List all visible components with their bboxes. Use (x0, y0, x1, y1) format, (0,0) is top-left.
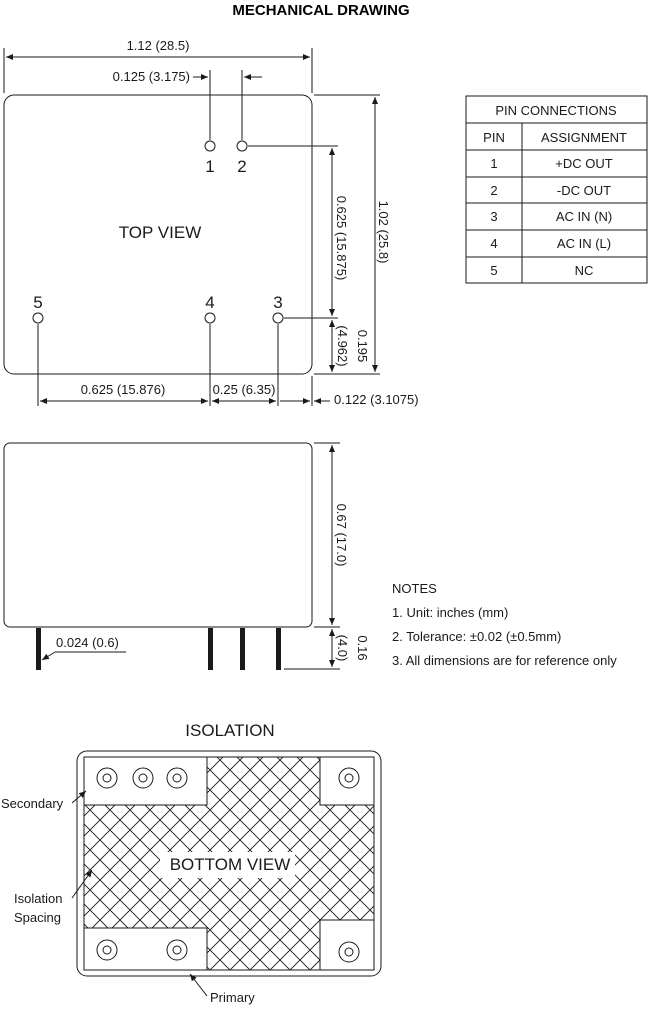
notes-title: NOTES (392, 581, 437, 596)
side-height-dimension: 0.67 (17.0) (334, 504, 349, 567)
top-view: TOP VIEW 1 2 3 4 5 1.12 (28.5) 0.125 (3.… (3, 38, 419, 407)
note-item: 2. Tolerance: ±0.02 (±0.5mm) (392, 629, 561, 644)
pin-table-cell: -DC OUT (557, 183, 611, 198)
bottom-offset-inch: 0.195 (355, 330, 370, 363)
side-view-body (3, 442, 313, 628)
pin-5-label: 5 (33, 293, 42, 312)
pin-table-cell: 5 (490, 263, 497, 278)
pin-span-dimension: 0.625 (15.875) (334, 196, 349, 281)
pin-table-cell: 4 (490, 236, 497, 251)
pin-diameter-dimension: 0.024 (0.6) (56, 635, 119, 650)
corner-block-bottom-right (319, 919, 375, 971)
note-item: 3. All dimensions are for reference only (392, 653, 617, 668)
note-item: 1. Unit: inches (mm) (392, 605, 508, 620)
pin-table-cell: AC IN (N) (556, 209, 612, 224)
pin-leg (276, 628, 281, 670)
pin-pitch-dimension: 0.125 (3.175) (113, 69, 190, 84)
pin-5-hole (32, 312, 44, 324)
notes: NOTES 1. Unit: inches (mm) 2. Tolerance:… (392, 581, 617, 668)
isolation-label-line1: Isolation (14, 891, 62, 906)
secondary-label: Secondary (1, 796, 64, 811)
pin-table-cell: +DC OUT (555, 156, 612, 171)
pin-3-label: 3 (273, 293, 282, 312)
pin-table-cell: 1 (490, 156, 497, 171)
isolation-title: ISOLATION (185, 721, 274, 740)
side-view: 0.67 (17.0) (4.0) 0.16 0.024 (0.6) (3, 442, 370, 670)
pin-leg (240, 628, 245, 670)
pin3-to-edge-dimension: 0.122 (3.1075) (334, 392, 419, 407)
pin-table-title: PIN CONNECTIONS (495, 103, 617, 118)
top-view-label: TOP VIEW (119, 223, 202, 242)
pin-table-cell: 3 (490, 209, 497, 224)
pin-table-cell: AC IN (L) (557, 236, 611, 251)
bottom-offset-mm: (4.962) (335, 325, 350, 366)
pin-length-mm: (4.0) (335, 635, 350, 662)
pin-connections-table: PIN CONNECTIONS PIN ASSIGNMENT 1 +DC OUT… (465, 95, 648, 284)
pin-3-hole (272, 312, 284, 324)
pin5-to-pin4-dimension: 0.625 (15.876) (81, 382, 166, 397)
bottom-view-label-bg (160, 852, 295, 878)
bottom-view-label: BOTTOM VIEW (170, 855, 291, 874)
pin-leg (36, 628, 41, 670)
secondary-block (83, 756, 208, 806)
top-view-body (3, 94, 313, 375)
corner-block-top-right (319, 756, 375, 806)
pin-leg (208, 628, 213, 670)
width-dimension: 1.12 (28.5) (127, 38, 190, 53)
pin4-to-pin3-dimension: 0.25 (6.35) (213, 382, 276, 397)
isolation-view: ISOLATION BOTTOM VIEW Secondary Isolatio… (1, 721, 382, 1005)
pin-table-cell: 2 (490, 183, 497, 198)
pin-1-hole (204, 140, 216, 152)
primary-block (83, 927, 208, 971)
pin-table-cell: NC (575, 263, 594, 278)
pin-2-hole (236, 140, 248, 152)
pin-length-inch: 0.16 (355, 635, 370, 660)
height-dimension: 1.02 (25.8) (376, 201, 391, 264)
pin-4-hole (204, 312, 216, 324)
pin-table-header-pin: PIN (483, 130, 505, 145)
pin-2-label: 2 (237, 157, 246, 176)
primary-label: Primary (210, 990, 255, 1005)
drawing-title: MECHANICAL DRAWING (232, 2, 409, 19)
pin-table-header-assignment: ASSIGNMENT (541, 130, 627, 145)
pin-1-label: 1 (205, 157, 214, 176)
isolation-label-line2: Spacing (14, 910, 61, 925)
pin-4-label: 4 (205, 293, 214, 312)
